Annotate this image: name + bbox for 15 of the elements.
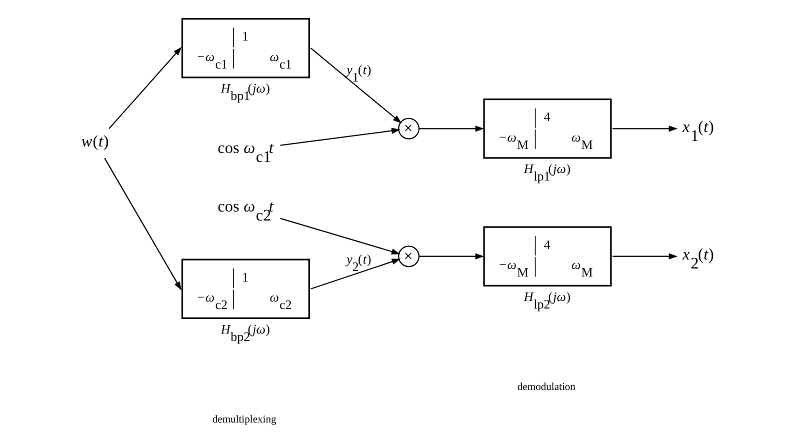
arrow [108,46,182,129]
arrow [419,253,484,260]
label: demultiplexing [212,414,276,426]
arrow [612,253,678,260]
arrow [419,126,484,132]
node-text: w(t) [81,132,109,151]
arrow [104,158,182,290]
node-circle: × [398,118,420,140]
label: demodulation [517,382,576,394]
arrow [280,128,400,146]
arrow [280,218,400,255]
arrow [310,258,401,290]
arrow [612,126,678,132]
arrow [310,48,402,124]
node-circle: × [398,246,420,268]
